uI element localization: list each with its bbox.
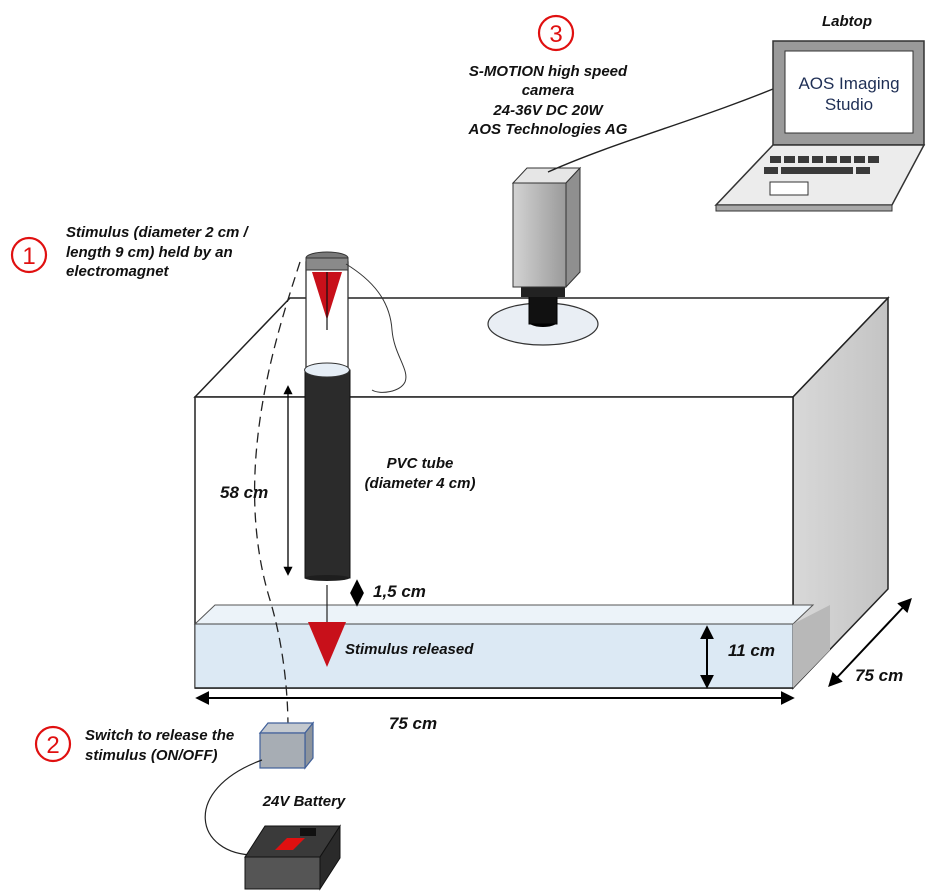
electromagnet-wire: [345, 263, 407, 393]
gap-label: 1,5 cm: [373, 582, 426, 601]
battery-cable: [204, 759, 263, 856]
laptop-screen: [784, 50, 914, 134]
switch-label-line1: Switch to release the: [85, 727, 234, 744]
stimulus-released: [308, 622, 346, 667]
battery-terminal: [275, 838, 305, 850]
battery-label: 24V Battery: [262, 793, 346, 810]
pvc-tube-opening: [304, 362, 350, 378]
laptop-screen-line1: AOS Imaging: [798, 74, 899, 93]
camera-label-line4: AOS Technologies AG: [468, 121, 628, 138]
callout-number-3: 3: [537, 14, 575, 52]
svg-text:1: 1: [22, 243, 35, 270]
stimulus-label-line1: Stimulus (diameter 2 cm /: [66, 224, 250, 241]
switch-box: [258, 721, 315, 770]
callout-number-1: 1: [10, 236, 48, 274]
stimulus-released-label: Stimulus released: [345, 641, 474, 658]
camera-label-line3: 24-36V DC 20W: [492, 102, 604, 119]
release-cable: [253, 261, 301, 729]
tank-right-base: [793, 605, 830, 688]
svg-text:3: 3: [549, 21, 562, 48]
camera-body: [512, 182, 567, 288]
stimulus-label-line2: length 9 cm) held by an: [66, 244, 233, 261]
stimulus-holder: [305, 251, 407, 393]
laptop-keyboard-base: [714, 144, 926, 206]
pvc-tube-body: [304, 369, 351, 579]
camera-body-side: [565, 166, 581, 289]
tank: [193, 296, 890, 690]
camera-label-line2: camera: [522, 82, 575, 99]
tank-depth-arrow: [828, 597, 912, 688]
camera: [487, 166, 599, 346]
water-depth-label: 11 cm: [728, 641, 775, 660]
pvc-tube: [304, 362, 351, 581]
laptop: [714, 40, 926, 212]
laptop-keys: [764, 156, 879, 174]
battery: [244, 824, 341, 891]
camera-label-line1: S-MOTION high speed: [469, 63, 628, 80]
svg-text:2: 2: [46, 732, 59, 759]
switch-label-line2: stimulus (ON/OFF): [85, 747, 218, 764]
water-surface: [193, 604, 815, 625]
laptop-title: Labtop: [822, 13, 872, 30]
tube-length-label: 58 cm: [220, 483, 268, 502]
callout-number-2: 2: [34, 725, 72, 763]
tube-label-line2: (diameter 4 cm): [365, 475, 476, 492]
stimulus-label-line3: electromagnet: [66, 263, 170, 280]
tank-depth-label: 75 cm: [855, 666, 903, 685]
tank-width-label: 75 cm: [389, 714, 437, 733]
tube-label-line1: PVC tube: [387, 455, 454, 472]
camera-cable: [547, 81, 791, 173]
laptop-screen-line2: Studio: [825, 95, 873, 114]
